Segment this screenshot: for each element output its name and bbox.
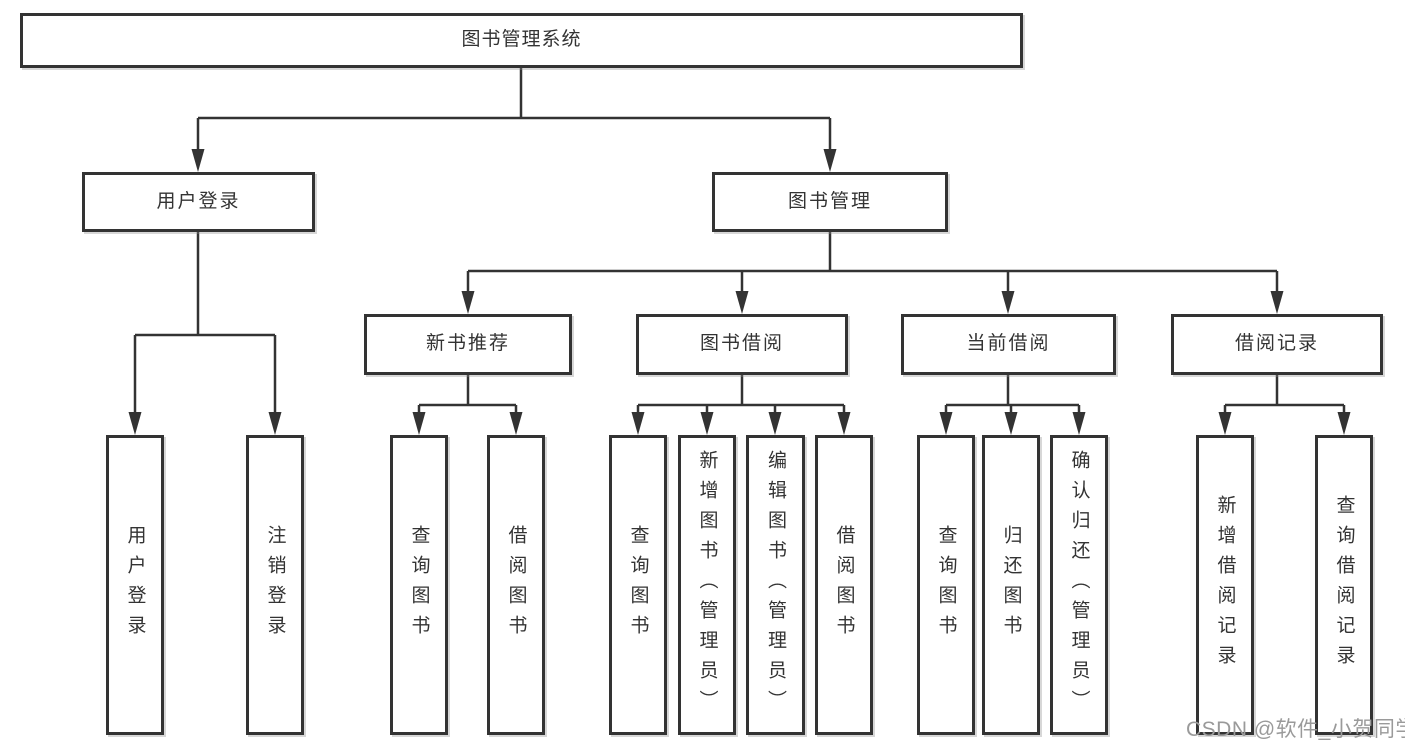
arrowhead	[700, 412, 714, 435]
leaf-borrow-books: 借阅图书	[815, 435, 873, 735]
arrowhead	[509, 412, 523, 435]
arrowhead	[1337, 412, 1351, 435]
csdn-watermark: CSDN @软件_小贺同学	[1186, 718, 1405, 741]
leaf-query-books-borrow: 查询图书	[609, 435, 667, 735]
node-label: 查询图书	[935, 525, 957, 645]
node-label: 当前借阅	[966, 333, 1051, 355]
node-label: 确认归还（管理员）	[1068, 450, 1090, 720]
wire-current-borrow-to-leaves	[944, 375, 1081, 416]
arrowhead	[268, 412, 282, 435]
arrowhead	[939, 412, 953, 435]
leaf-logout: 注销登录	[246, 435, 304, 735]
node-label: 编辑图书（管理员）	[765, 450, 786, 720]
arrowhead	[191, 149, 205, 172]
connector-arrowheads	[128, 149, 1351, 435]
node-label: 查询图书	[408, 525, 430, 645]
node-user-login: 用户登录	[82, 172, 315, 232]
node-label: 图书借阅	[699, 333, 784, 355]
node-label: 借阅记录	[1234, 333, 1319, 355]
wire-root-to-level2	[196, 68, 832, 152]
node-label: 归还图书	[1000, 525, 1022, 645]
leaf-add-borrow-record: 新增借阅记录	[1196, 435, 1254, 735]
node-library-management-system: 图书管理系统	[20, 13, 1023, 68]
arrowhead	[1218, 412, 1232, 435]
node-borrowing-records: 借阅记录	[1171, 314, 1383, 375]
arrowhead	[1072, 412, 1086, 435]
leaf-return-books: 归还图书	[982, 435, 1040, 735]
node-current-borrowing: 当前借阅	[901, 314, 1116, 375]
leaf-user-login: 用户登录	[106, 435, 164, 735]
leaf-query-books-recommend: 查询图书	[390, 435, 448, 735]
node-label: 图书管理	[787, 190, 872, 212]
node-label: 查询借阅记录	[1333, 495, 1355, 675]
leaf-confirm-return-admin: 确认归还（管理员）	[1050, 435, 1108, 735]
node-label: 查询图书	[627, 525, 649, 645]
leaf-query-borrow-record: 查询借阅记录	[1315, 435, 1373, 735]
wire-user-login-to-leaves	[133, 232, 277, 416]
node-new-book-recommendation: 新书推荐	[364, 314, 572, 375]
node-label: 借阅图书	[505, 525, 527, 645]
wire-new-book-to-leaves	[417, 375, 518, 416]
arrowhead	[1004, 412, 1018, 435]
node-book-borrowing: 图书借阅	[636, 314, 848, 375]
node-label: 新书推荐	[425, 333, 510, 355]
arrowhead	[412, 412, 426, 435]
arrowhead	[823, 149, 837, 172]
node-book-management: 图书管理	[712, 172, 948, 232]
arrowhead	[461, 291, 475, 314]
wire-book-borrow-to-leaves	[636, 375, 846, 416]
node-label: 用户登录	[124, 525, 146, 645]
node-label: 用户登录	[156, 190, 241, 212]
arrowhead	[735, 291, 749, 314]
arrowhead	[631, 412, 645, 435]
arrowhead	[128, 412, 142, 435]
leaf-borrow-books-recommend: 借阅图书	[487, 435, 545, 735]
connector-wires	[133, 68, 1346, 416]
leaf-edit-books-admin: 编辑图书（管理员）	[746, 435, 805, 735]
arrowhead	[1270, 291, 1284, 314]
node-label: 图书管理系统	[461, 29, 582, 51]
wire-book-management-to-level3	[466, 232, 1279, 295]
leaf-query-books-current: 查询图书	[917, 435, 975, 735]
node-label: 借阅图书	[833, 525, 855, 645]
wire-records-to-leaves	[1223, 375, 1346, 416]
node-label: 注销登录	[264, 525, 286, 645]
node-label: 新增图书（管理员）	[696, 450, 718, 720]
arrowhead	[768, 412, 782, 435]
arrowhead	[837, 412, 851, 435]
leaf-add-books-admin: 新增图书（管理员）	[678, 435, 736, 735]
node-label: 新增借阅记录	[1214, 495, 1236, 675]
arrowhead	[1001, 291, 1015, 314]
